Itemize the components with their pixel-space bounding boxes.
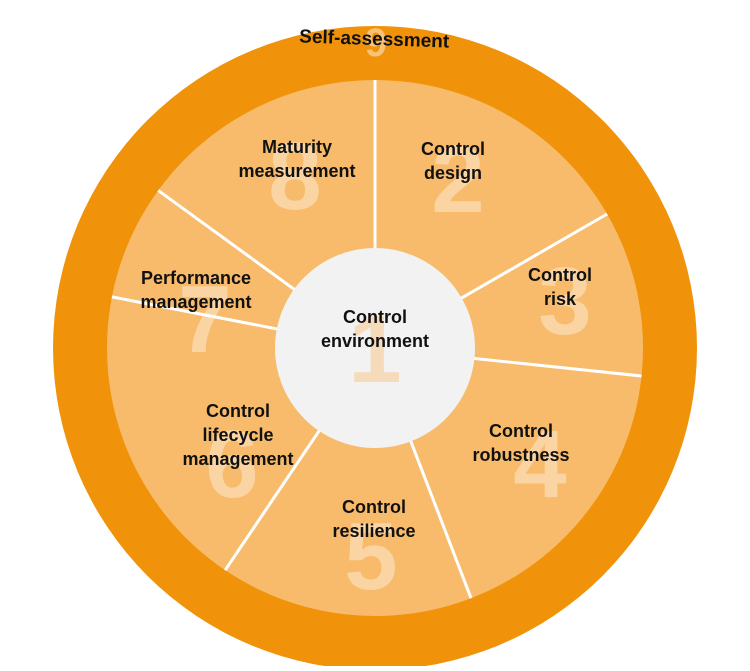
segment-4-label: robustness bbox=[472, 445, 569, 465]
labels-layer: 2Controldesign3Controlrisk4Controlrobust… bbox=[140, 21, 592, 610]
segment-2-label: Control bbox=[421, 139, 485, 159]
segment-8-label: measurement bbox=[238, 161, 355, 181]
segment-2-label: design bbox=[424, 163, 482, 183]
segment-3-label: Control bbox=[528, 265, 592, 285]
segment-6-label: Control bbox=[206, 401, 270, 421]
segment-6-label: lifecycle bbox=[202, 425, 273, 445]
segment-5-number: 5 bbox=[344, 503, 397, 610]
segment-7-label: management bbox=[140, 292, 251, 312]
segment-6-label: management bbox=[182, 449, 293, 469]
segment-7-label: Performance bbox=[141, 268, 251, 288]
center-circle bbox=[275, 248, 475, 448]
center-label: Control bbox=[343, 307, 407, 327]
segment-5-label: Control bbox=[342, 497, 406, 517]
segment-8-number: 8 bbox=[268, 123, 321, 230]
outer-ring-number: 9 bbox=[365, 21, 387, 65]
segment-4-label: Control bbox=[489, 421, 553, 441]
segment-7-number: 7 bbox=[178, 266, 231, 373]
segment-3-number: 3 bbox=[538, 248, 591, 355]
center-label: environment bbox=[321, 331, 429, 351]
segment-6-number: 6 bbox=[205, 411, 258, 518]
segment-2-number: 2 bbox=[431, 126, 484, 233]
segment-4-number: 4 bbox=[513, 411, 566, 518]
segment-5-label: resilience bbox=[332, 521, 415, 541]
center-number: 1 bbox=[348, 296, 401, 403]
segment-5-wedge bbox=[225, 348, 472, 616]
segment-8-label: Maturity bbox=[262, 137, 332, 157]
segment-3-label: risk bbox=[544, 289, 577, 309]
